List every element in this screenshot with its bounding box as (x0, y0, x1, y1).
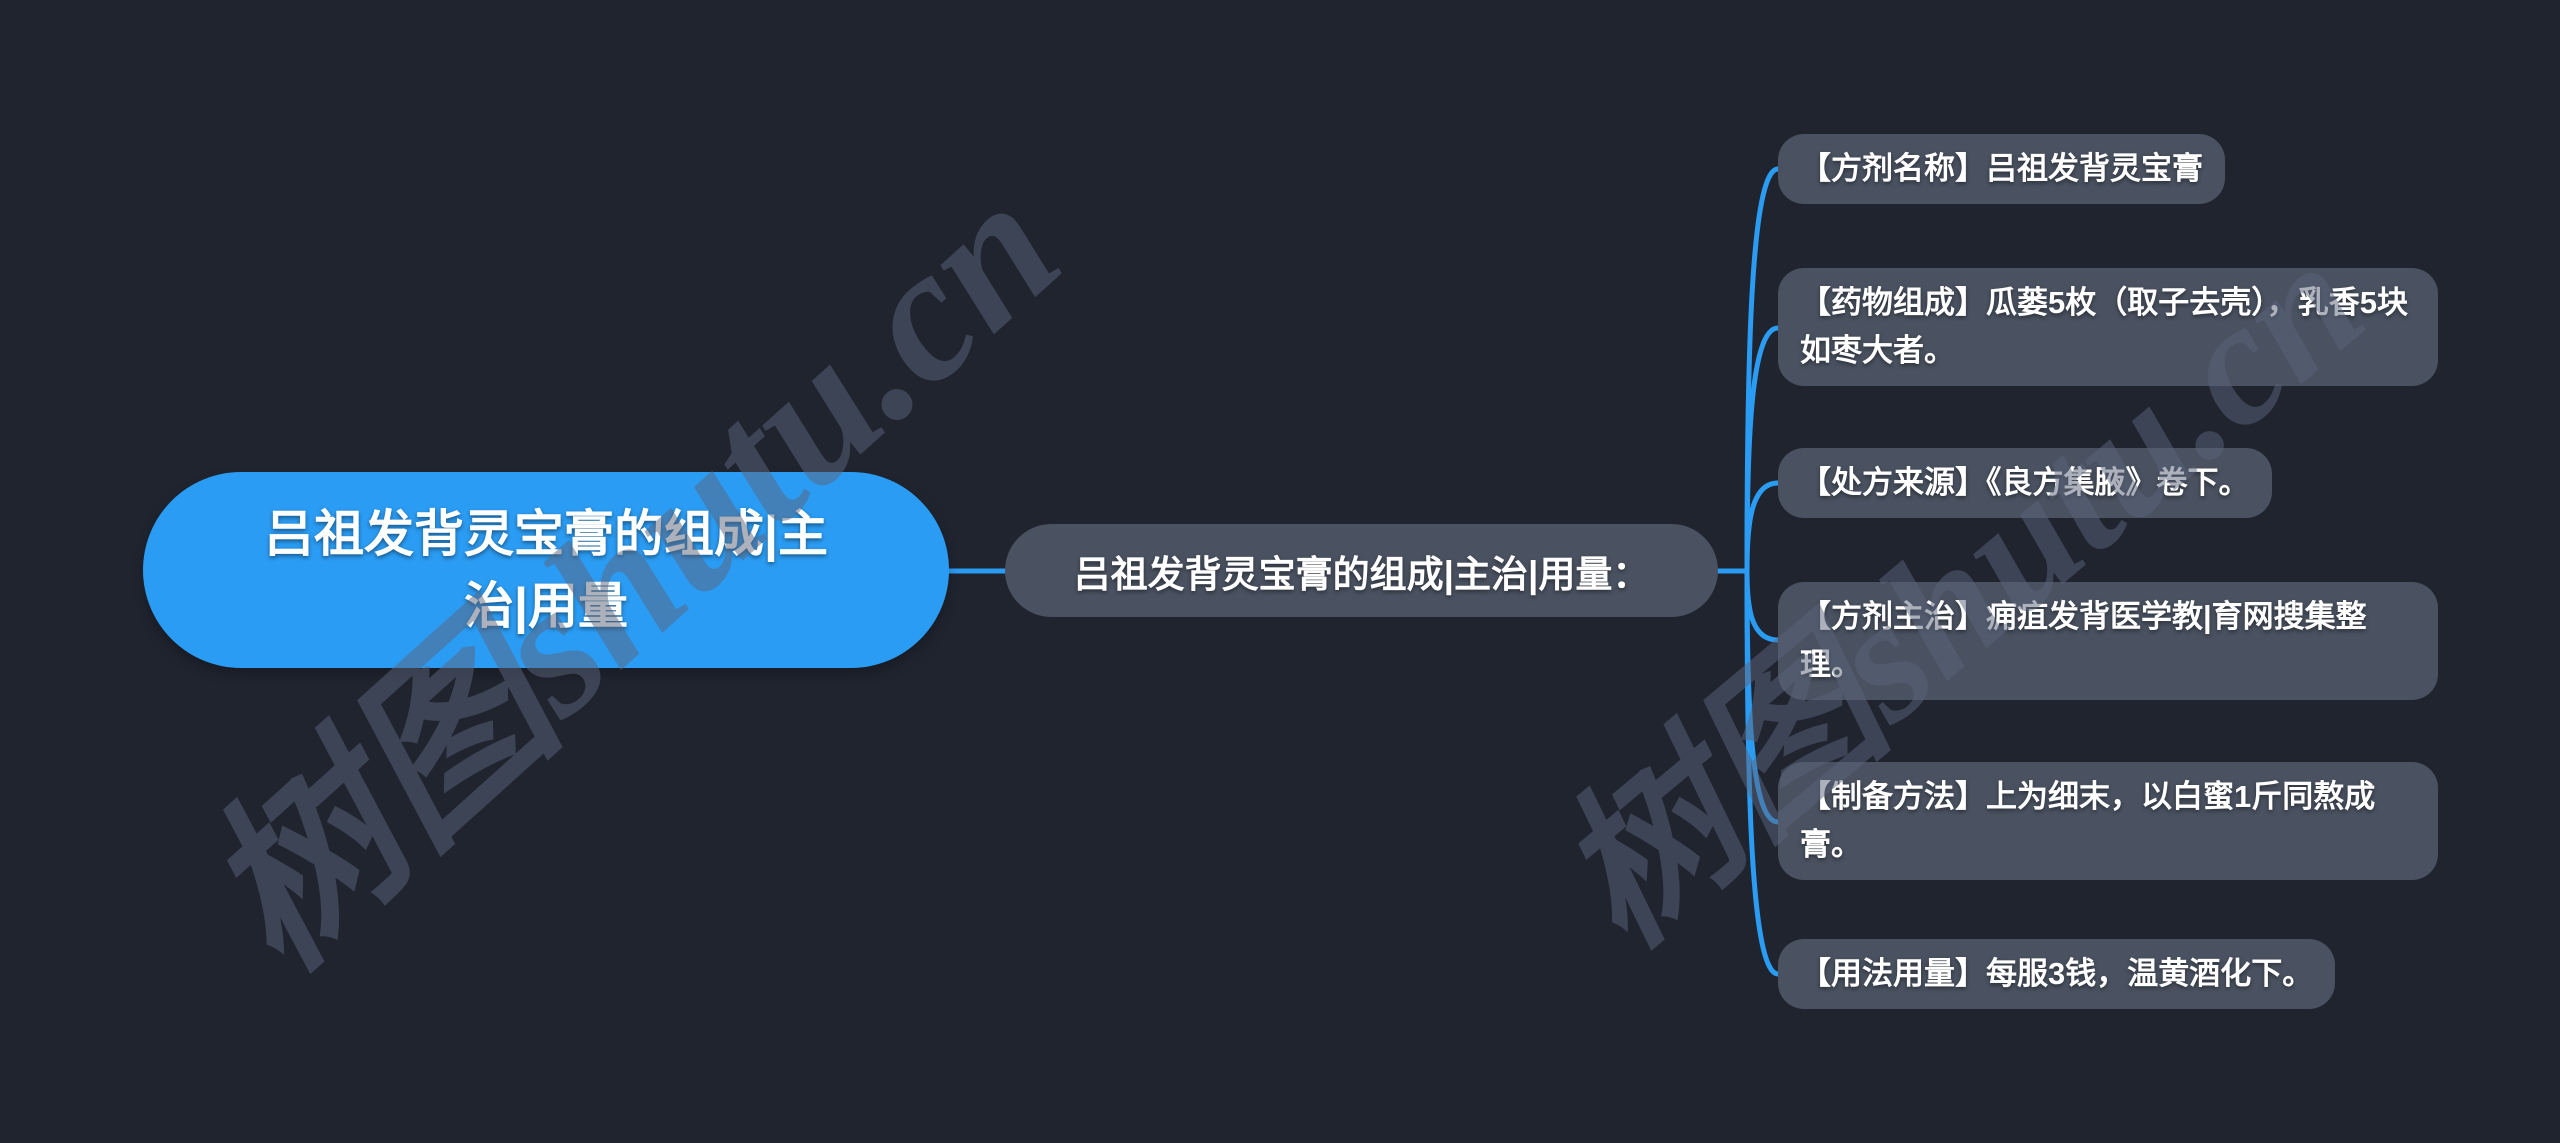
child-topic-node-preparation-method[interactable]: 【制备方法】上为细末，以白蜜1斤同熬成膏。 (1778, 762, 2438, 880)
parent-topic-label: 吕祖发背灵宝膏的组成|主治|用量： (1073, 553, 1650, 595)
child-topic-label: 【药物组成】瓜蒌5枚（取子去壳），乳香5块如枣大者。 (1800, 285, 2408, 368)
child-topic-node-formula-name[interactable]: 【方剂名称】吕祖发背灵宝膏 (1778, 134, 2225, 204)
child-topic-label: 【用法用量】每服3钱，温黄酒化下。 (1800, 956, 2314, 991)
child-topic-label: 【处方来源】《良方集腋》卷下。 (1800, 465, 2250, 500)
child-topic-label: 【方剂主治】痈疽发背医学教|育网搜集整理。 (1800, 599, 2367, 682)
child-topic-node-usage-dosage[interactable]: 【用法用量】每服3钱，温黄酒化下。 (1778, 939, 2336, 1009)
child-topic-node-main-indications[interactable]: 【方剂主治】痈疽发背医学教|育网搜集整理。 (1778, 582, 2438, 700)
child-topic-node-drug-composition[interactable]: 【药物组成】瓜蒌5枚（取子去壳），乳香5块如枣大者。 (1778, 268, 2438, 386)
connector-branch-3 (1744, 480, 1781, 574)
root-topic-node[interactable]: 吕祖发背灵宝膏的组成|主治|用量 (143, 472, 949, 668)
connector-branch-4 (1744, 568, 1781, 643)
child-topic-label: 【方剂名称】吕祖发背灵宝膏 (1800, 151, 2203, 186)
child-topic-node-prescription-source[interactable]: 【处方来源】《良方集腋》卷下。 (1778, 448, 2272, 518)
root-topic-label: 吕祖发背灵宝膏的组成|主治|用量 (264, 506, 828, 634)
parent-topic-node[interactable]: 吕祖发背灵宝膏的组成|主治|用量： (1005, 524, 1718, 617)
connector-branch-6 (1744, 568, 1781, 977)
child-topic-label: 【制备方法】上为细末，以白蜜1斤同熬成膏。 (1800, 779, 2376, 862)
